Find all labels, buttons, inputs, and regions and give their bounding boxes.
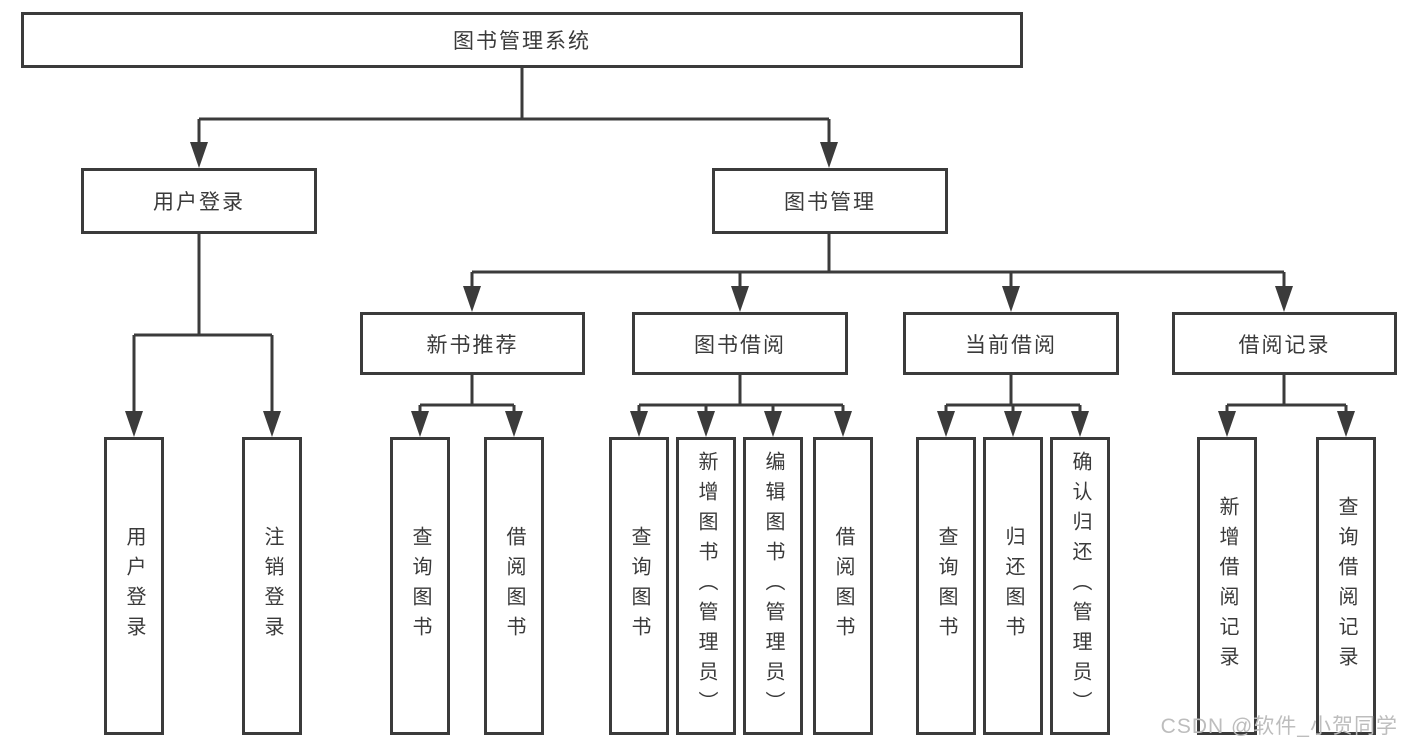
leaf-label: 新增图书（管理员）: [695, 451, 717, 721]
connector-line: [1225, 375, 1348, 415]
node-book-management: 图书管理: [712, 168, 948, 234]
connector-line: [637, 375, 845, 415]
connector-line: [470, 233, 1286, 290]
arrow-down-icon: [463, 286, 1293, 312]
leaf-label: 查询图书: [409, 526, 431, 646]
leaf-borrow-books-recommend: 借阅图书: [484, 437, 544, 735]
leaf-label: 编辑图书（管理员）: [762, 451, 784, 721]
connector-book-borrow-to-leaves: [630, 375, 852, 437]
node-user-login: 用户登录: [81, 168, 317, 234]
arrow-down-icon: [1218, 411, 1355, 437]
connector-line: [418, 375, 516, 415]
connector-user-login-to-leaves: [125, 233, 281, 437]
arrow-down-icon: [411, 411, 523, 437]
connector-current-borrow-to-leaves: [937, 375, 1089, 437]
leaf-label: 查询图书: [628, 526, 650, 646]
arrow-down-icon: [125, 411, 281, 437]
arrow-down-icon: [190, 142, 838, 168]
csdn-watermark: CSDN @软件_小贺同学: [1160, 715, 1398, 738]
node-root: 图书管理系统: [21, 12, 1023, 68]
leaf-logout: 注销登录: [242, 437, 302, 735]
leaf-label: 查询图书: [935, 526, 957, 646]
connector-line: [197, 65, 831, 146]
leaf-query-books-borrow: 查询图书: [609, 437, 669, 735]
leaf-query-books-current: 查询图书: [916, 437, 976, 735]
leaf-label: 用户登录: [123, 526, 145, 646]
leaf-label: 注销登录: [261, 526, 283, 646]
leaf-query-borrow-record: 查询借阅记录: [1316, 437, 1376, 735]
leaf-user-login: 用户登录: [104, 437, 164, 735]
connector-line: [944, 375, 1082, 415]
leaf-label: 借阅图书: [832, 526, 854, 646]
connector-book-management-to-level3: [463, 233, 1293, 312]
leaf-return-book: 归还图书: [983, 437, 1043, 735]
leaf-add-book-admin: 新增图书（管理员）: [676, 437, 736, 735]
leaf-query-books-recommend: 查询图书: [390, 437, 450, 735]
node-new-book-recommend: 新书推荐: [360, 312, 585, 375]
arrow-down-icon: [630, 411, 852, 437]
leaf-label: 新增借阅记录: [1216, 496, 1238, 676]
leaf-borrow-books: 借阅图书: [813, 437, 873, 735]
connector-borrow-records-to-leaves: [1218, 375, 1355, 437]
node-book-borrow: 图书借阅: [632, 312, 848, 375]
connector-new-book-recommend-to-leaves: [411, 375, 523, 437]
connector-line: [132, 233, 274, 415]
arrow-down-icon: [937, 411, 1089, 437]
leaf-edit-book-admin: 编辑图书（管理员）: [743, 437, 803, 735]
leaf-confirm-return-admin: 确认归还（管理员）: [1050, 437, 1110, 735]
connector-root-to-level2: [190, 65, 838, 168]
node-borrow-records: 借阅记录: [1172, 312, 1397, 375]
leaf-label: 查询借阅记录: [1335, 496, 1357, 676]
leaf-add-borrow-record: 新增借阅记录: [1197, 437, 1257, 735]
node-current-borrow: 当前借阅: [903, 312, 1119, 375]
leaf-label: 归还图书: [1002, 526, 1024, 646]
leaf-label: 借阅图书: [503, 526, 525, 646]
leaf-label: 确认归还（管理员）: [1069, 451, 1091, 721]
